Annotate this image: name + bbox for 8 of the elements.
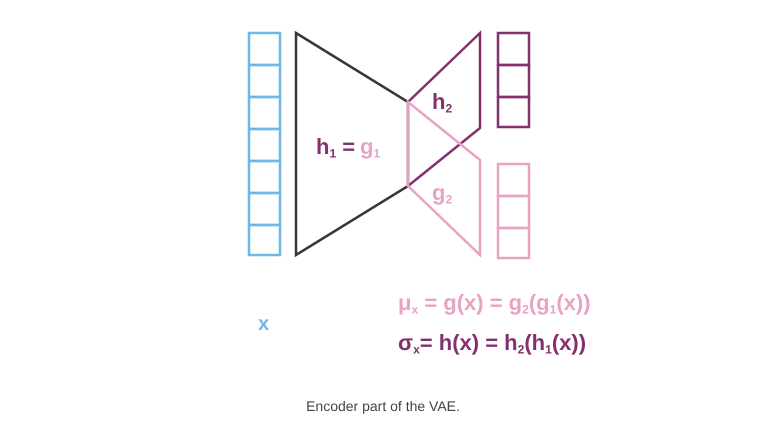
- math-label: h$_{2}$: [432, 91, 452, 113]
- math-label: g$_{2}$: [432, 182, 452, 204]
- math-label: g$_{1}$: [360, 136, 380, 158]
- caption: Encoder part of the VAE.: [306, 398, 460, 414]
- mean-formula: μ$_{x}$ = g(x) = g$_{2}$(g$_{1}$(x)): [398, 292, 591, 314]
- variable-label: x: [258, 314, 270, 334]
- deviation-formula: σ$_{x}$= h(x) = h$_{2}$(h$_{1}$(x)): [398, 332, 586, 354]
- math-label: h$_{1}$ =: [316, 136, 356, 158]
